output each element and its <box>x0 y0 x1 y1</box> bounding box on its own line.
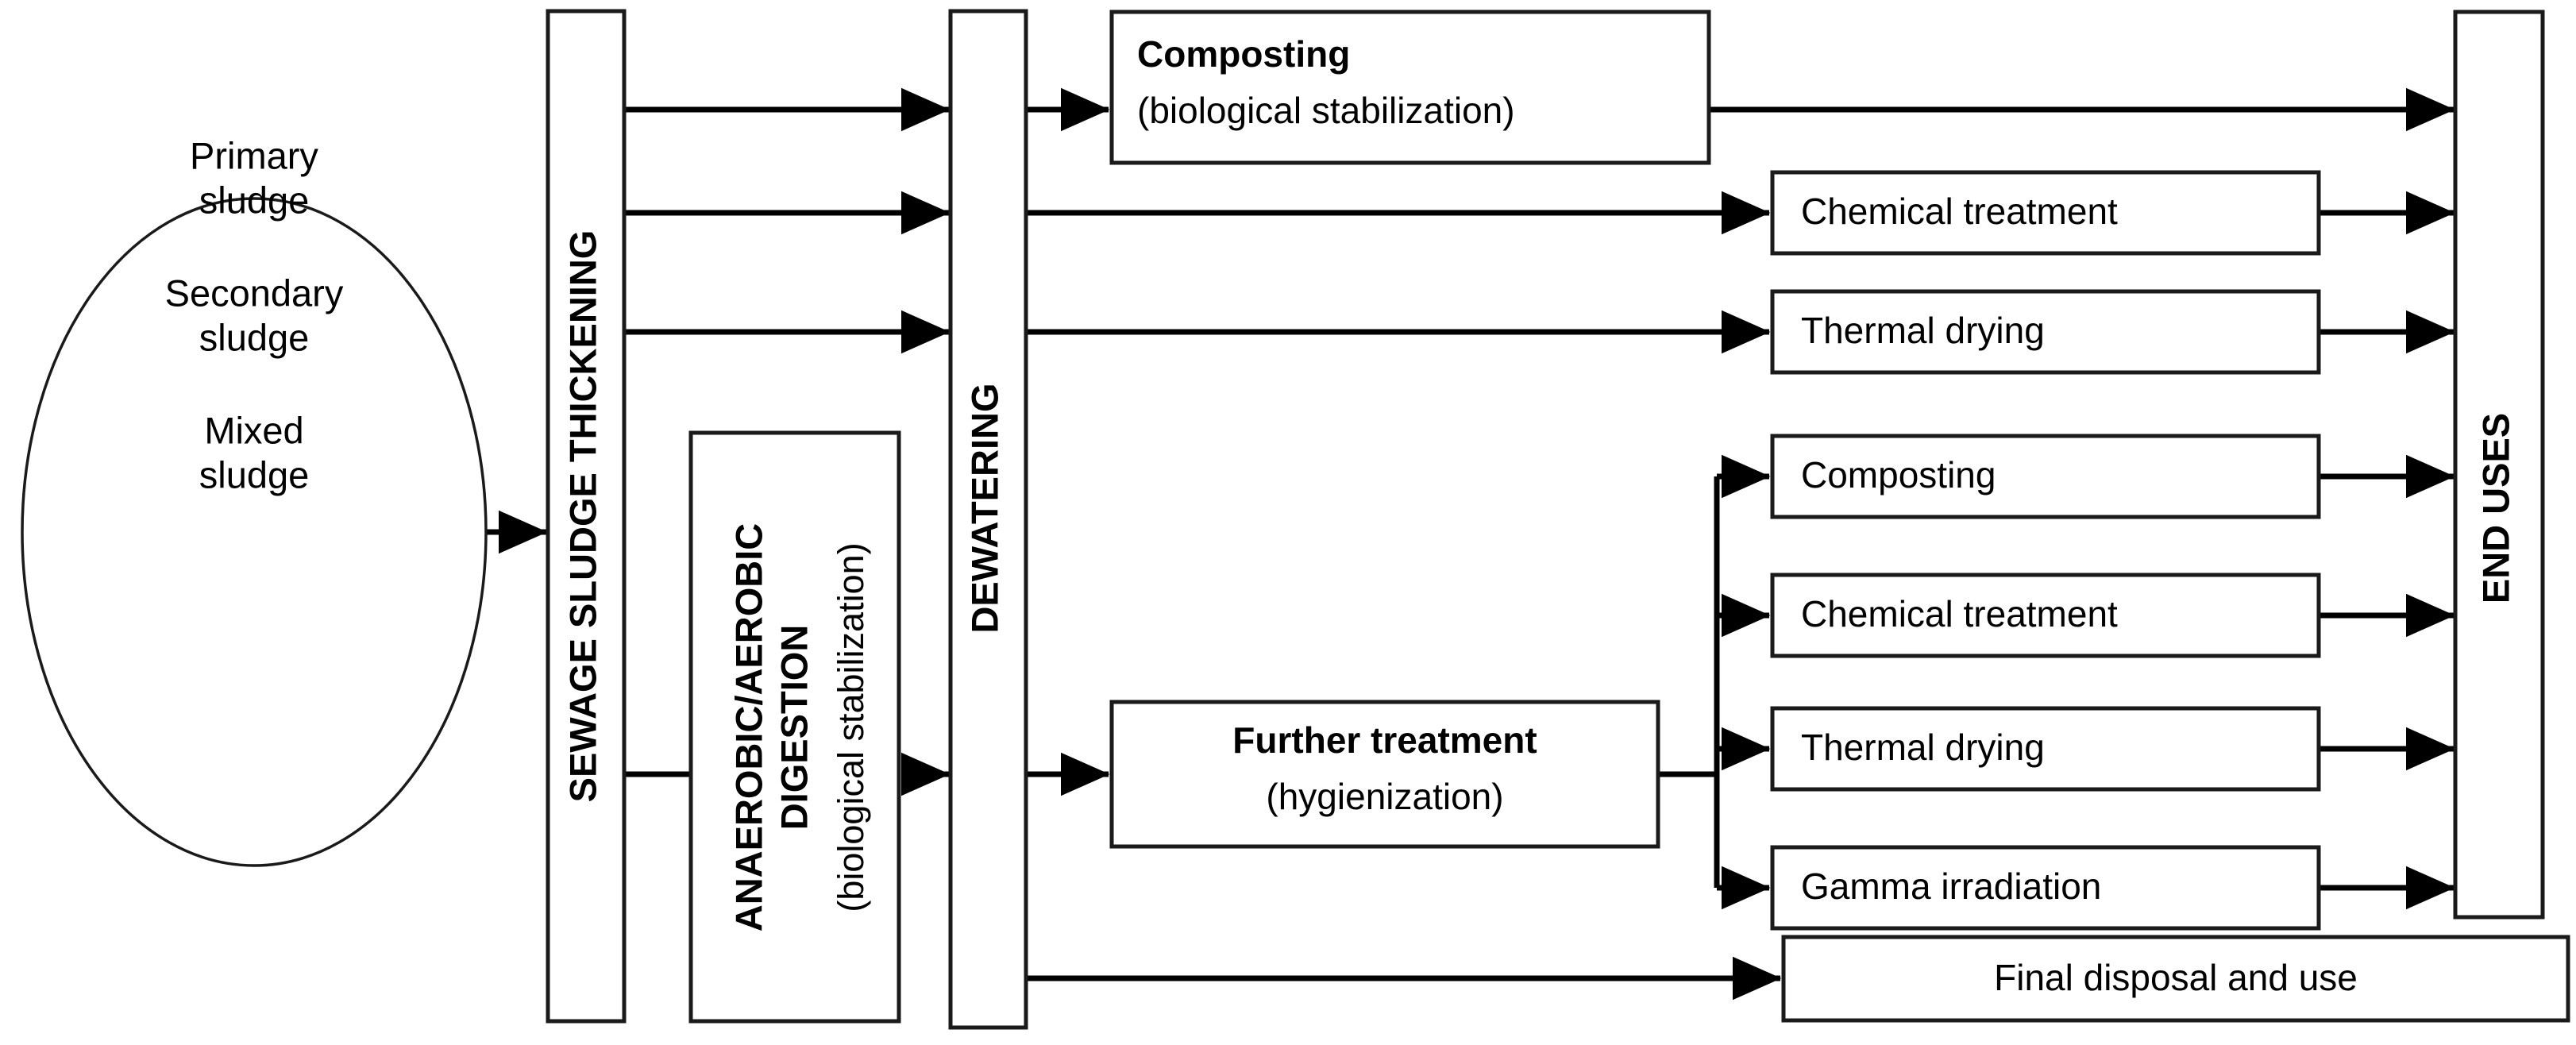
stage-sewage-sludge-thickening[interactable]: SEWAGE SLUDGE THICKENING <box>546 9 627 1024</box>
box-composting-top[interactable]: Composting (biological stabilization) <box>1109 10 1711 165</box>
digestion-label-line-1: ANAEROBIC/AEROBIC <box>727 523 769 931</box>
thermal-drying-bottom-title: Thermal drying <box>1801 727 2045 768</box>
source-line-3: Secondary <box>165 272 344 314</box>
composting-top-subtitle: (biological stabilization) <box>1137 90 1515 131</box>
stage-dewatering[interactable]: DEWATERING <box>948 9 1028 1030</box>
composting-bottom-title: Composting <box>1801 454 1996 496</box>
box-composting-bottom[interactable]: Composting <box>1770 434 2321 519</box>
box-chemical-treatment-bottom[interactable]: Chemical treatment <box>1770 573 2321 658</box>
box-gamma-irradiation[interactable]: Gamma irradiation <box>1770 845 2321 931</box>
digestion-label-line-2: DIGESTION <box>773 625 815 831</box>
chemical-treatment-bottom-title: Chemical treatment <box>1801 593 2118 634</box>
composting-top-title: Composting <box>1137 33 1350 75</box>
digestion-sublabel: (biological stabilization) <box>831 542 871 912</box>
box-thermal-drying-top[interactable]: Thermal drying <box>1770 289 2321 375</box>
end-uses-label: END USES <box>2474 413 2516 603</box>
source-line-2: sludge <box>199 179 310 221</box>
chemical-treatment-top-title: Chemical treatment <box>1801 191 2118 232</box>
box-further-treatment[interactable]: Further treatment (hygienization) <box>1109 700 1660 849</box>
dewatering-label: DEWATERING <box>963 383 1005 633</box>
sludge-source-ellipse[interactable]: Primary sludge Secondary sludge Mixed sl… <box>21 134 488 867</box>
source-line-5: Mixed <box>204 409 303 451</box>
source-line-6: sludge <box>199 453 310 496</box>
box-thermal-drying-bottom[interactable]: Thermal drying <box>1770 706 2321 792</box>
stage-end-uses[interactable]: END USES <box>2453 10 2545 920</box>
stage-anaerobic-aerobic-digestion[interactable]: ANAEROBIC/AEROBIC DIGESTION (biological … <box>688 430 901 1024</box>
gamma-irradiation-title: Gamma irradiation <box>1801 866 2101 907</box>
thickening-label: SEWAGE SLUDGE THICKENING <box>561 230 604 803</box>
further-treatment-subtitle: (hygienization) <box>1266 776 1503 817</box>
thermal-drying-top-title: Thermal drying <box>1801 310 2045 351</box>
box-chemical-treatment-top[interactable]: Chemical treatment <box>1770 170 2321 256</box>
source-line-4: sludge <box>199 316 310 358</box>
further-treatment-title: Further treatment <box>1232 719 1537 761</box>
box-final-disposal-and-use[interactable]: Final disposal and use <box>1781 935 2570 1023</box>
source-line-1: Primary <box>190 134 318 176</box>
final-disposal-title: Final disposal and use <box>1994 957 2358 998</box>
